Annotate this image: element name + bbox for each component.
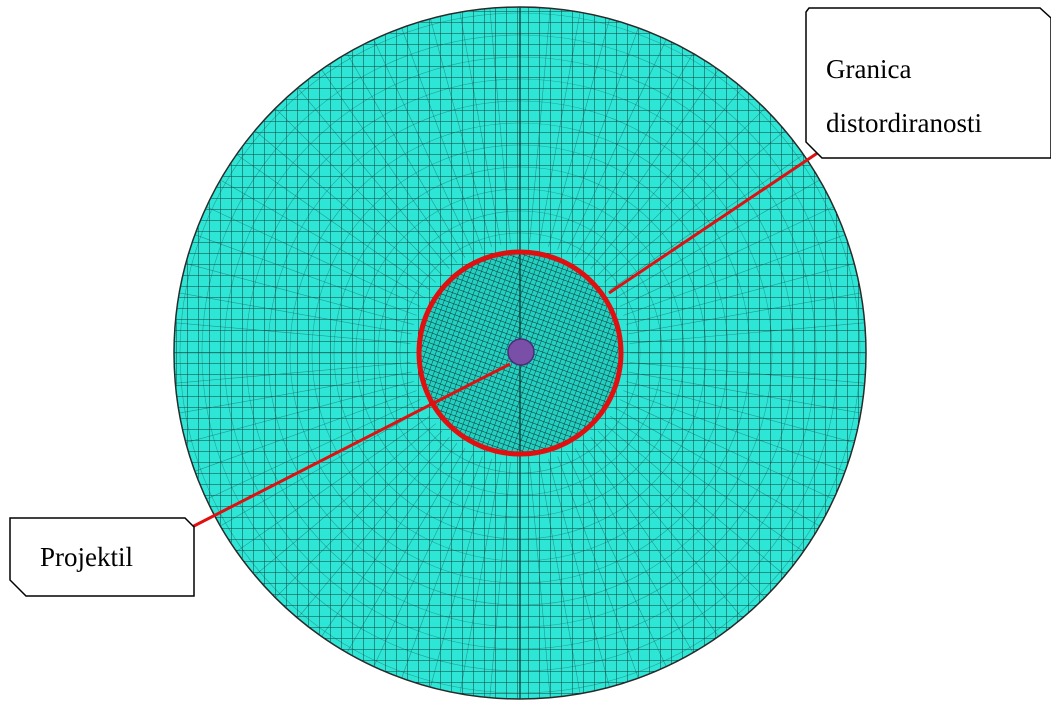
- mesh-radial-line: [179, 292, 412, 335]
- projectile-callout: Projektil: [9, 517, 195, 597]
- mesh-radial-line: [582, 69, 719, 264]
- mesh-radial-line: [373, 39, 474, 254]
- mesh-radial-line: [615, 407, 820, 527]
- mesh-radial-line: [194, 234, 417, 316]
- mesh-radial-line: [373, 452, 474, 667]
- mesh-radial-line: [604, 130, 786, 283]
- mesh-radial-line: [609, 154, 804, 291]
- mesh-radial-line: [236, 154, 431, 291]
- mesh-radial-line: [597, 430, 765, 598]
- mesh-radial-line: [275, 430, 443, 598]
- mesh-radial-line: [566, 39, 667, 254]
- mesh-radial-line: [179, 371, 412, 414]
- mesh-radial-line: [206, 399, 421, 500]
- mesh-radial-line: [236, 415, 431, 552]
- mesh-radial-line: [254, 130, 436, 283]
- projectile-marker: [507, 338, 535, 366]
- mesh-radial-line: [548, 459, 610, 688]
- mesh-radial-line: [175, 322, 411, 344]
- mesh-radial-line: [590, 437, 743, 619]
- mesh-radial-line: [206, 206, 421, 307]
- mesh-radial-line: [459, 461, 502, 694]
- boundary-leader-line: [608, 148, 823, 295]
- mesh-radial-line: [220, 407, 425, 527]
- mesh-radial-line: [582, 442, 719, 637]
- mesh-radial-line: [615, 179, 820, 299]
- mesh-radial-line: [489, 462, 511, 698]
- mesh-radial-line: [529, 8, 551, 244]
- projectile-callout-label: Projektil: [40, 542, 133, 572]
- boundary-callout-box: [805, 7, 1051, 159]
- mesh-radial-line: [557, 27, 639, 250]
- mesh-radial-line: [297, 87, 450, 269]
- mesh-radial-line: [185, 263, 414, 325]
- mesh-radial-line: [430, 459, 492, 688]
- boundary-callout-line1: Granica: [826, 54, 911, 84]
- mesh-radial-line: [566, 452, 667, 667]
- mesh-radial-line: [401, 27, 483, 250]
- mesh-radial-line: [538, 461, 581, 694]
- mesh-radial-line: [619, 399, 834, 500]
- mesh-disc-outline: [173, 6, 867, 700]
- distortion-boundary-ring: [416, 249, 624, 457]
- mesh-radial-line: [401, 456, 483, 679]
- mesh-radial-line: [557, 456, 639, 679]
- mesh-radial-line: [321, 69, 458, 264]
- boundary-callout-line2: distordiranosti: [826, 108, 982, 138]
- mesh-radial-line: [574, 448, 694, 653]
- mesh-radial-line: [220, 179, 425, 299]
- mesh-radial-line: [628, 371, 861, 414]
- mesh-radial-line: [623, 234, 846, 316]
- mesh-radial-line: [626, 263, 855, 325]
- projectile-callout-box: [9, 517, 195, 597]
- mesh-radial-line: [194, 390, 417, 472]
- mesh-radial-line: [590, 87, 743, 269]
- mesh-radial-line: [623, 390, 846, 472]
- mesh-radial-line: [297, 437, 450, 619]
- mesh-radial-line: [346, 448, 466, 653]
- mesh-radial-line: [254, 423, 436, 576]
- mesh-radial-line: [430, 18, 492, 247]
- mesh-radial-line: [529, 462, 551, 698]
- mesh-radial-line: [626, 381, 855, 443]
- mesh-radial-line: [604, 423, 786, 576]
- mesh-radial-line: [175, 362, 411, 384]
- mesh-radial-line: [629, 362, 865, 384]
- mesh-radial-line: [628, 292, 861, 335]
- mesh-radial-line: [185, 381, 414, 443]
- mesh-radial-line: [489, 8, 511, 244]
- mesh-radial-line: [619, 206, 834, 307]
- mesh-radial-line: [548, 18, 610, 247]
- mesh-radial-line: [609, 415, 804, 552]
- mesh-radial-line: [629, 322, 865, 344]
- mesh-radial-line: [574, 53, 694, 258]
- mesh-radial-line: [597, 108, 765, 276]
- mesh-radial-line: [275, 108, 443, 276]
- mesh-radial-line: [459, 12, 502, 245]
- mesh-radial-line: [538, 12, 581, 245]
- boundary-callout: Granica distordiranosti: [805, 7, 1051, 159]
- mesh-radial-line: [346, 53, 466, 258]
- mesh-radial-line: [321, 442, 458, 637]
- projectile-leader-line: [189, 362, 511, 530]
